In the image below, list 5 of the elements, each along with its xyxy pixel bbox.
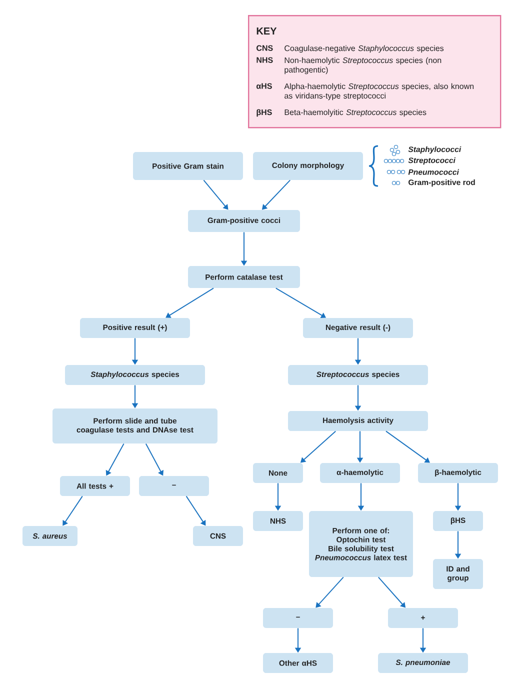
arrow xyxy=(386,430,430,463)
key-box: KEY CNS Coagulase-negative Staphylococcus species NHS Non-haemolytic Streptococcus species (non pathogentic) αHS Alpha-haemolytic Streptococcus species, also known as viridans-type streptococci βHS Beta-haemolyitic Streptococcus species xyxy=(248,15,502,128)
arrow xyxy=(316,576,344,608)
arrow xyxy=(166,288,214,318)
arrow xyxy=(203,180,228,210)
